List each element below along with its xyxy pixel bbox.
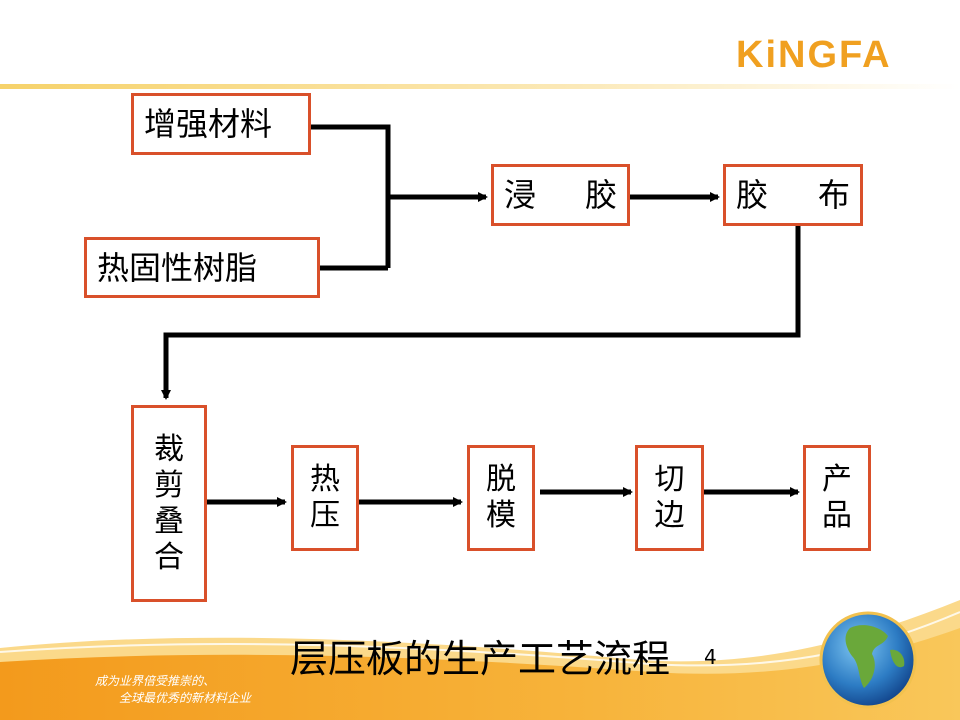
box-demold: 脱 模 [467,445,535,551]
prepreg-char-1: 胶 [736,176,769,214]
hot-press-char-1: 热 [310,462,340,497]
box-reinforce-material: 增强材料 [131,93,311,155]
cut-stack-char-3: 叠 [154,503,184,539]
connector-prepreg-down [161,225,801,400]
product-char-1: 产 [822,462,852,497]
header-divider [0,84,960,89]
impregnate-char-1: 浸 [504,176,537,214]
product-char-2: 品 [822,498,852,533]
cut-stack-char-4: 合 [154,539,184,575]
prepreg-char-2: 布 [817,176,850,214]
cut-stack-char-2: 剪 [154,467,184,503]
box-impregnate: 浸 胶 [491,164,630,226]
box-trim: 切 边 [635,445,704,551]
box-prepreg: 胶 布 [723,164,863,226]
company-slogan: 成为业界倍受推崇的、 全球最优秀的新材料企业 [95,673,251,707]
box-hot-press: 热 压 [291,445,359,551]
trim-char-1: 切 [654,462,685,497]
box-product: 产 品 [803,445,871,551]
kingfa-logo: KiNGFA [736,34,892,76]
trim-char-2: 边 [654,498,685,533]
box-thermoset-resin-label: 热固性树脂 [97,248,258,287]
cut-stack-char-1: 裁 [154,431,184,467]
impregnate-char-2: 胶 [584,176,617,214]
box-thermoset-resin: 热固性树脂 [84,237,320,298]
slide-title: 层压板的生产工艺流程 [290,637,671,681]
box-reinforce-material-label: 增强材料 [144,105,273,143]
slogan-line-1: 成为业界倍受推崇的、 [95,674,216,688]
hot-press-char-2: 压 [310,498,340,533]
connector-reinforce [310,124,391,268]
demold-char-2: 模 [486,498,516,533]
page-number: 4 [704,645,717,669]
box-cut-stack: 裁 剪 叠 合 [131,405,207,602]
demold-char-1: 脱 [486,462,516,497]
slogan-line-2: 全球最优秀的新材料企业 [119,691,252,705]
